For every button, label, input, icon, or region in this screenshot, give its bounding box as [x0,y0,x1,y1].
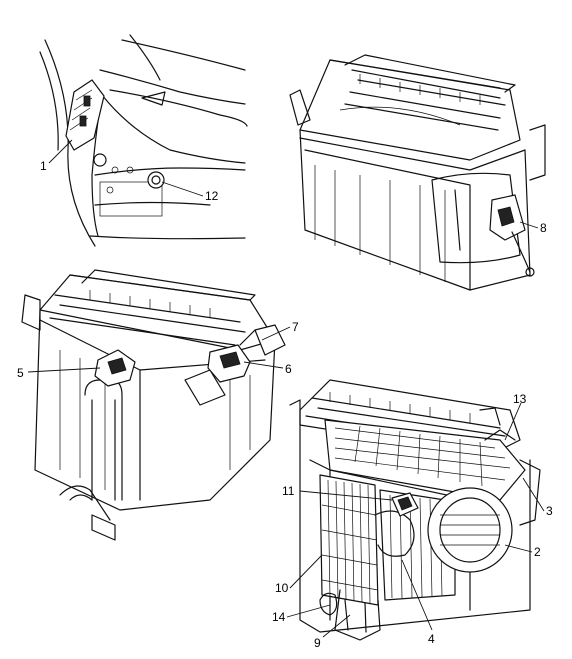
actuator-motor [489,194,535,277]
callout-13: 13 [513,392,527,406]
callout-5: 5 [17,366,24,380]
dashboard-panel-view [39,34,248,247]
callout-4: 4 [428,632,435,646]
callout-9: 9 [314,636,321,650]
callout-12: 12 [205,189,219,203]
heater-housing-top-view [289,54,546,291]
callout-1: 1 [40,159,47,173]
callout-7: 7 [292,320,299,334]
callout-6: 6 [285,362,292,376]
callout-2: 2 [534,545,541,559]
callout-14: 14 [272,610,286,624]
control-module [65,79,105,151]
blower-housing-view [21,269,286,541]
callout-11: 11 [282,484,295,498]
callout-10: 10 [275,581,289,595]
blower-motor-connector [391,492,419,517]
leader-lines [27,139,545,638]
wiring-connector [207,324,286,383]
temperature-sensor [147,171,165,189]
callout-8: 8 [540,221,547,235]
recirculation-actuator [94,349,136,387]
callout-3: 3 [546,504,553,518]
evaporator-assembly-view [289,379,541,641]
blower-fan-wheel [427,487,513,573]
callout-labels: 1 12 8 7 6 5 13 11 3 2 10 14 9 4 [17,159,553,650]
